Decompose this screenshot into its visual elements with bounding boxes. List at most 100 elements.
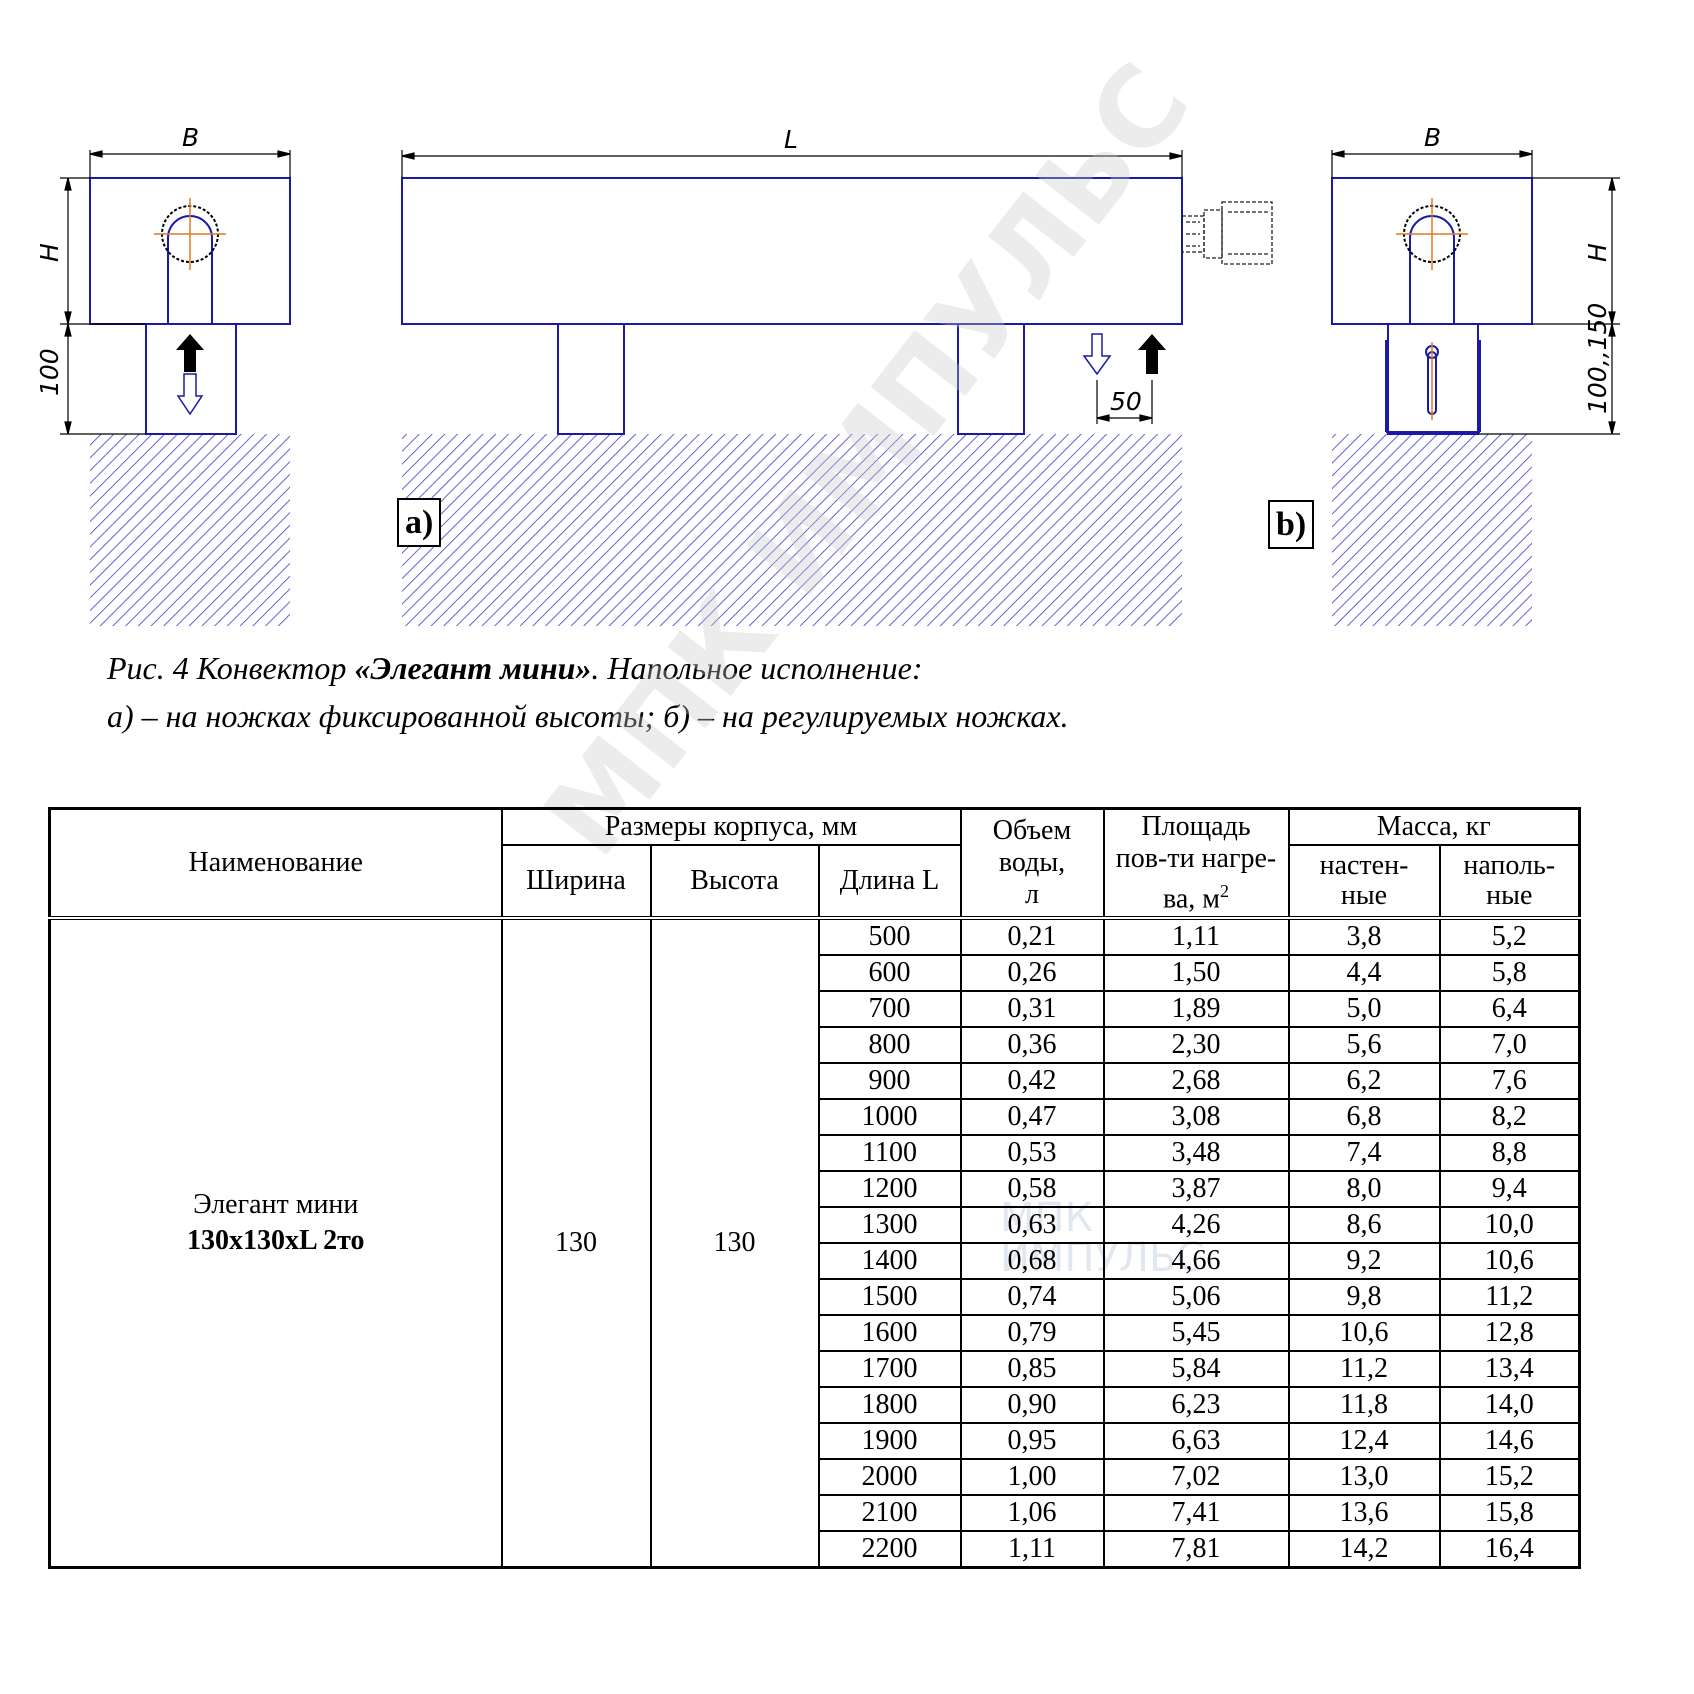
- header-area-unit: ва, м: [1163, 883, 1220, 915]
- header-dims-group: Размеры корпуса, мм: [500, 807, 962, 846]
- front-flow-arrows: [1082, 333, 1166, 376]
- area-cell: 3,87: [1102, 1170, 1290, 1208]
- front-view: [401, 177, 1183, 435]
- header-floor-line2: ные: [1486, 880, 1533, 911]
- mass-wall-cell: 13,0: [1287, 1458, 1441, 1496]
- mass-wall-cell: 3,8: [1287, 917, 1441, 956]
- volume-cell: 0,90: [959, 1386, 1105, 1424]
- volume-cell: 0,95: [959, 1422, 1105, 1460]
- header-wall-line1: настен-: [1319, 850, 1409, 881]
- header-volume-line3: л: [1025, 879, 1039, 910]
- mass-wall-cell: 13,6: [1287, 1494, 1441, 1532]
- right-axis: [1396, 198, 1468, 420]
- mass-floor-cell: 7,6: [1438, 1062, 1581, 1100]
- length-cell: 1500: [817, 1278, 962, 1316]
- mass-floor-cell: 5,8: [1438, 954, 1581, 992]
- length-cell: 700: [817, 990, 962, 1028]
- technical-drawing: B H 100 L 50: [35, 123, 1620, 626]
- caption-line-1: Рис. 4 Конвектор «Элегант мини». Напольн…: [107, 644, 1069, 692]
- mass-floor-cell: 14,0: [1438, 1386, 1581, 1424]
- caption-product-name: «Элегант мини»: [354, 650, 592, 686]
- volume-cell: 0,26: [959, 954, 1105, 992]
- product-name-cell: Элегант мини 130х130хL 2то: [48, 917, 503, 1569]
- view-label-a: a): [397, 498, 442, 547]
- header-mass-floor: наполь- ные: [1438, 844, 1581, 919]
- dim-100-150-right: 100,,150: [1583, 303, 1612, 414]
- mass-floor-cell: 6,4: [1438, 990, 1581, 1028]
- header-area-line3: ва, м2: [1105, 875, 1288, 915]
- header-width: Ширина: [500, 844, 652, 919]
- caption-suffix: . Напольное исполнение:: [591, 650, 923, 686]
- mass-floor-cell: 11,2: [1438, 1278, 1581, 1316]
- length-cell: 2100: [817, 1494, 962, 1532]
- caption-line-2: а) – на ножках фиксированной высоты; б) …: [107, 698, 1069, 734]
- mass-floor-cell: 13,4: [1438, 1350, 1581, 1388]
- area-cell: 4,66: [1102, 1242, 1290, 1280]
- right-dimensions: [1331, 150, 1620, 435]
- mass-wall-cell: 9,2: [1287, 1242, 1441, 1280]
- left-axis: [154, 198, 226, 270]
- length-cell: 1300: [817, 1206, 962, 1244]
- width-value-cell: 130: [500, 917, 652, 1569]
- mass-wall-cell: 6,8: [1287, 1098, 1441, 1136]
- area-cell: 6,63: [1102, 1422, 1290, 1460]
- front-dimensions: [401, 150, 1183, 424]
- product-name: Элегант мини: [193, 1189, 359, 1220]
- volume-cell: 1,06: [959, 1494, 1105, 1532]
- volume-cell: 1,11: [959, 1530, 1105, 1569]
- header-area-sup: 2: [1220, 880, 1229, 901]
- mass-floor-cell: 14,6: [1438, 1422, 1581, 1460]
- header-area: Площадь пов-ти нагре- ва, м2: [1102, 807, 1290, 919]
- area-cell: 5,45: [1102, 1314, 1290, 1352]
- dim-50: 50: [1110, 387, 1142, 416]
- area-cell: 1,89: [1102, 990, 1290, 1028]
- length-cell: 1100: [817, 1134, 962, 1172]
- length-cell: 1200: [817, 1170, 962, 1208]
- mass-floor-cell: 8,2: [1438, 1098, 1581, 1136]
- mass-wall-cell: 12,4: [1287, 1422, 1441, 1460]
- volume-cell: 0,79: [959, 1314, 1105, 1352]
- area-cell: 7,81: [1102, 1530, 1290, 1569]
- length-cell: 1000: [817, 1098, 962, 1136]
- area-cell: 4,26: [1102, 1206, 1290, 1244]
- area-cell: 2,30: [1102, 1026, 1290, 1064]
- header-wall-line2: ные: [1340, 880, 1388, 911]
- area-cell: 3,48: [1102, 1134, 1290, 1172]
- mass-wall-cell: 9,8: [1287, 1278, 1441, 1316]
- figure-caption: Рис. 4 Конвектор «Элегант мини». Напольн…: [107, 644, 1069, 740]
- up-arrow-icon: [1138, 334, 1166, 374]
- mass-floor-cell: 8,8: [1438, 1134, 1581, 1172]
- length-cell: 500: [817, 917, 962, 956]
- dim-h-left: H: [35, 243, 64, 262]
- area-cell: 5,84: [1102, 1350, 1290, 1388]
- mass-wall-cell: 11,8: [1287, 1386, 1441, 1424]
- volume-cell: 0,42: [959, 1062, 1105, 1100]
- area-cell: 7,02: [1102, 1458, 1290, 1496]
- caption-prefix: Рис. 4 Конвектор: [107, 650, 355, 686]
- mass-wall-cell: 5,6: [1287, 1026, 1441, 1064]
- front-leg-right: [957, 323, 1025, 435]
- product-model: 130х130хL 2то: [186, 1225, 365, 1256]
- length-cell: 1700: [817, 1350, 962, 1388]
- mass-floor-cell: 12,8: [1438, 1314, 1581, 1352]
- volume-cell: 0,58: [959, 1170, 1105, 1208]
- length-cell: 1600: [817, 1314, 962, 1352]
- volume-cell: 0,74: [959, 1278, 1105, 1316]
- down-arrow-icon: [1082, 333, 1112, 376]
- area-cell: 7,41: [1102, 1494, 1290, 1532]
- length-cell: 600: [817, 954, 962, 992]
- header-floor-line1: наполь-: [1463, 850, 1556, 881]
- valve-fitting: [1181, 201, 1273, 265]
- front-housing: [401, 177, 1183, 325]
- spec-table: Наименование Размеры корпуса, мм Объем в…: [48, 807, 1582, 1569]
